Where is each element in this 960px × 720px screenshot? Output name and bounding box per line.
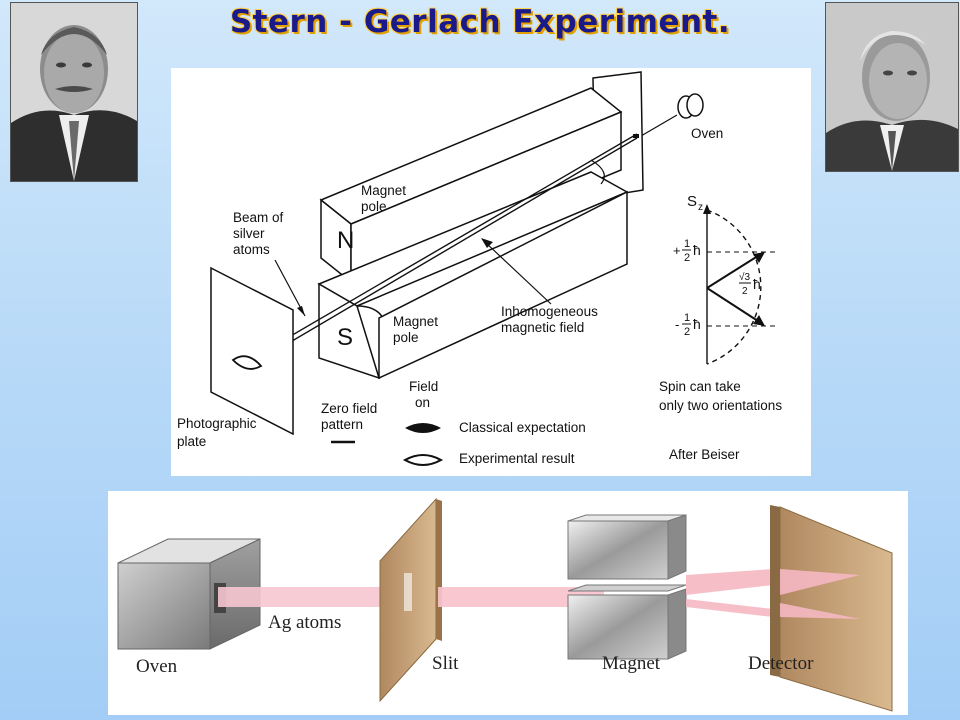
zero-field-label-1: Zero field — [321, 401, 377, 416]
beam-label-1: Beam of — [233, 210, 284, 225]
slit-plate — [379, 497, 442, 703]
oven-label: Oven — [136, 656, 178, 677]
magnet-block — [567, 514, 687, 660]
magnet-pole-s-label-1: Magnet — [393, 314, 438, 329]
zero-field-label-2: pattern — [321, 417, 363, 432]
svg-text:1: 1 — [684, 238, 690, 250]
portrait-left-photo — [10, 2, 138, 182]
magnet-pole-north — [319, 87, 623, 284]
beam-label-3: atoms — [233, 242, 270, 257]
pole-n-letter: N — [337, 227, 354, 254]
magnet-pole-n-label-2: pole — [361, 199, 387, 214]
svg-text:ħ: ħ — [753, 276, 761, 292]
experimental-pattern-icon — [402, 454, 444, 466]
pole-s-letter: S — [337, 324, 353, 351]
magnet-pole-s-label-2: pole — [393, 330, 419, 345]
spin-orientation-diagram: S z + 1 2 ħ - 1 2 ħ √3 2 — [673, 193, 777, 365]
classical-label: Classical expectation — [459, 420, 586, 435]
svg-text:-: - — [675, 317, 679, 332]
svg-text:√3: √3 — [739, 271, 750, 283]
photographic-plate — [210, 266, 294, 436]
portrait-right-photo — [825, 2, 959, 172]
spin-note-1: Spin can take — [659, 379, 741, 394]
inhomogeneous-label-2: magnetic field — [501, 320, 584, 335]
silver-atom-beam — [252, 133, 638, 365]
svg-text:2: 2 — [684, 326, 690, 338]
magnet-pole-south — [317, 171, 629, 380]
detector-label: Detector — [748, 653, 814, 674]
ag-atoms-label: Ag atoms — [268, 612, 341, 633]
plate-pattern — [231, 355, 263, 370]
classical-pattern-icon — [405, 423, 441, 433]
oven-icon — [640, 93, 704, 137]
top-schematic-diagram: Oven N Magnet pole S Magnet pole — [171, 68, 811, 476]
photographic-plate-label-2: plate — [177, 434, 206, 449]
spin-note-2: only two orientations — [659, 398, 782, 413]
magnet-pole-n-label-1: Magnet — [361, 183, 406, 198]
svg-text:2: 2 — [684, 252, 690, 264]
credit-label: After Beiser — [669, 447, 740, 462]
beam-label-2: silver — [233, 226, 265, 241]
svg-text:z: z — [698, 202, 703, 213]
svg-text:1: 1 — [684, 312, 690, 324]
svg-text:ħ: ħ — [693, 316, 701, 332]
oven-label: Oven — [691, 126, 723, 141]
slit-label: Slit — [432, 653, 459, 674]
slide-title: Stern - Gerlach Experiment. — [229, 4, 731, 40]
experimental-label: Experimental result — [459, 451, 575, 466]
photographic-plate-label-1: Photographic — [177, 416, 257, 431]
bottom-apparatus-diagram: Ag atoms Oven Slit Magnet Detector — [108, 491, 908, 715]
detector-screen — [770, 505, 893, 712]
svg-text:S: S — [687, 193, 697, 210]
svg-text:ħ: ħ — [693, 242, 701, 258]
field-on-label-2: on — [415, 395, 430, 410]
inhomogeneous-label-1: Inhomogeneous — [501, 304, 598, 319]
field-on-label-1: Field — [409, 379, 438, 394]
magnet-label: Magnet — [602, 653, 661, 674]
svg-text:+: + — [673, 243, 681, 258]
svg-text:2: 2 — [742, 286, 748, 297]
